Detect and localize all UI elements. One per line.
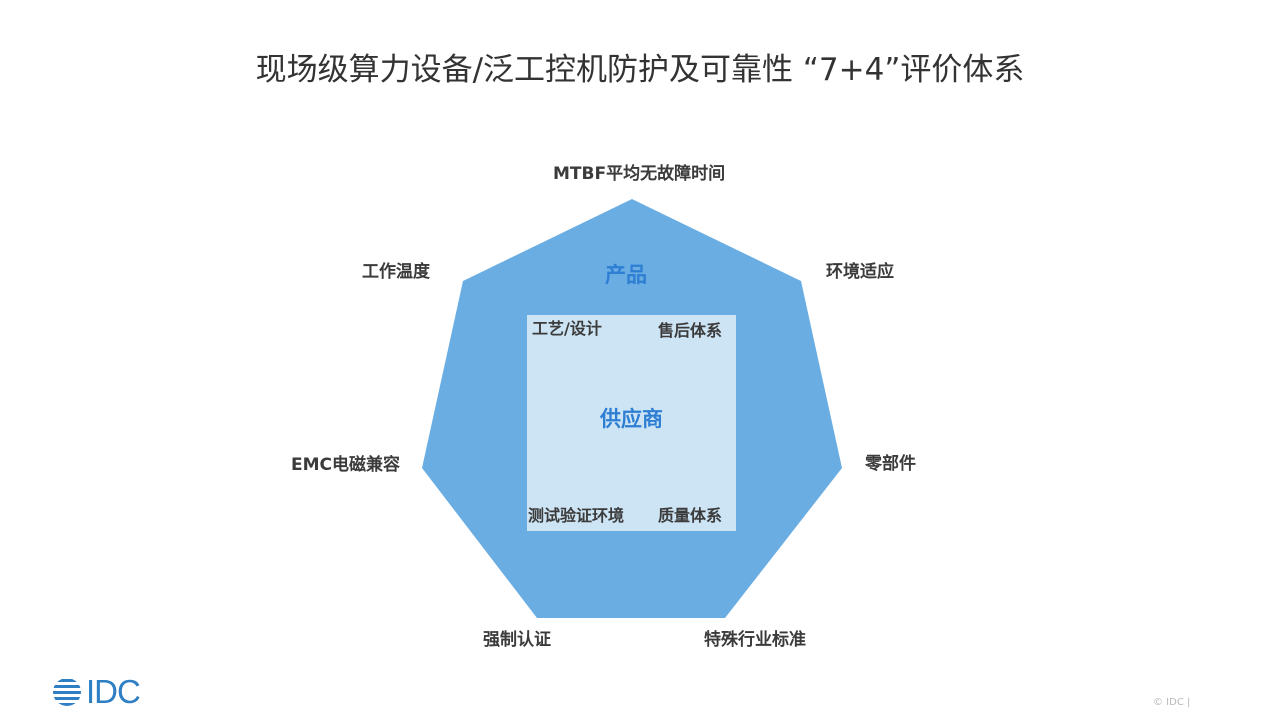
attr-environment-adaptability: 环境适应 — [826, 262, 894, 282]
copyright: © IDC | — [1153, 697, 1191, 708]
attr-mtbf: MTBF平均无故障时间 — [553, 164, 726, 184]
supplier-label: 供应商 — [600, 407, 663, 431]
attr-quality-system: 质量体系 — [658, 506, 723, 525]
attr-mandatory-certification: 强制认证 — [483, 630, 551, 650]
logo-text: IDC — [86, 673, 141, 710]
product-label: 产品 — [605, 263, 647, 287]
page-title: 现场级算力设备/泛工控机防护及可靠性 “7+4”评价体系 — [255, 52, 1025, 88]
idc-logo: IDC — [52, 673, 141, 710]
idc-globe-icon — [53, 679, 81, 706]
attr-test-validation: 测试验证环境 — [528, 506, 625, 525]
attr-industry-standards: 特殊行业标准 — [704, 630, 806, 650]
attr-working-temperature: 工作温度 — [362, 262, 430, 282]
attr-components: 零部件 — [865, 454, 916, 474]
supplier-square — [527, 315, 736, 531]
attr-emc: EMC电磁兼容 — [291, 455, 401, 475]
attr-process-design: 工艺/设计 — [532, 319, 602, 338]
attr-after-sales: 售后体系 — [658, 321, 723, 340]
